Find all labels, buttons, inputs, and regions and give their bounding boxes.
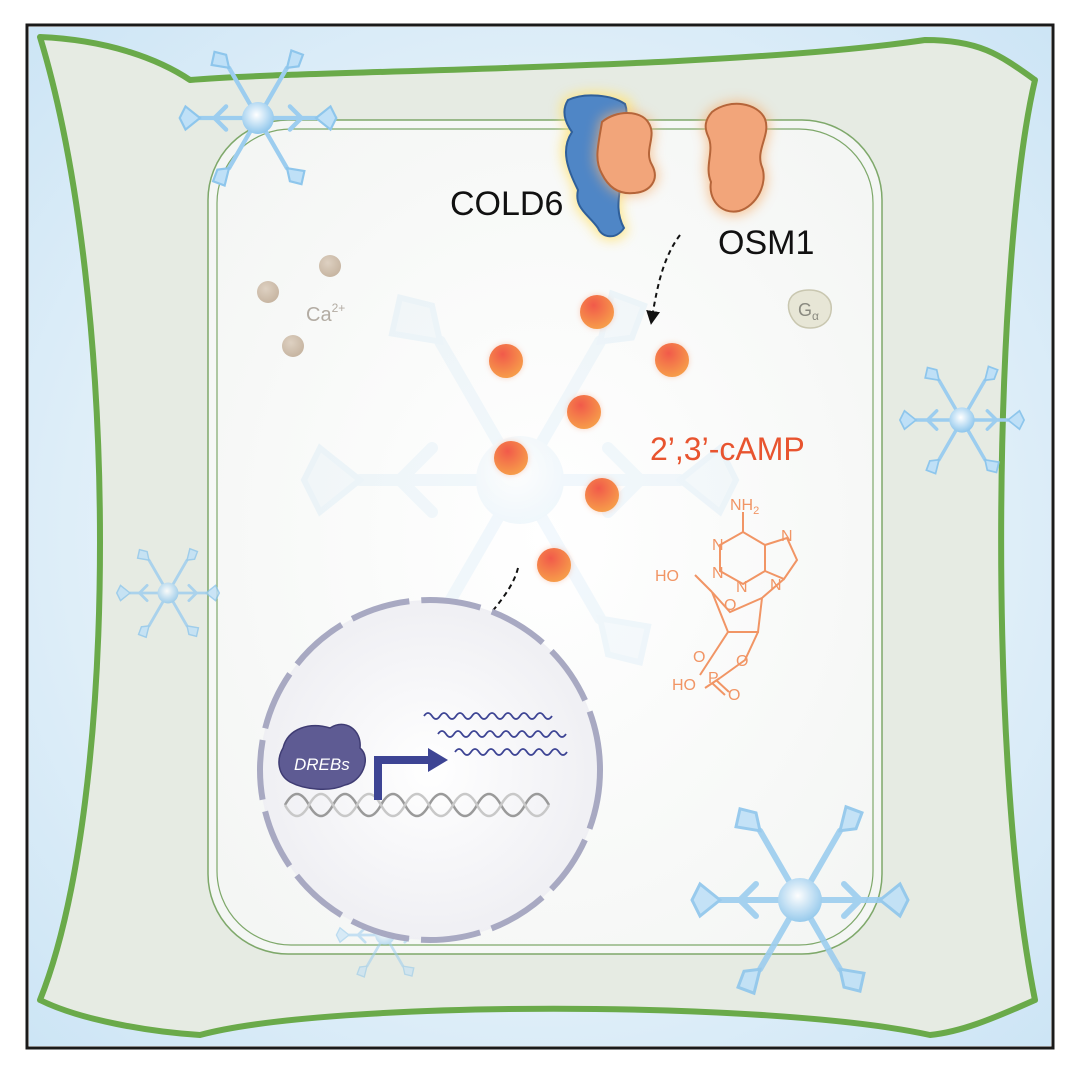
mrna-strand bbox=[454, 748, 568, 756]
atom-nh: NH bbox=[730, 497, 753, 514]
atom-ho-p: HO bbox=[672, 677, 696, 694]
osm1-protein-icon bbox=[702, 101, 770, 216]
calcium-ion bbox=[257, 281, 279, 303]
mrna-transcripts bbox=[423, 712, 568, 756]
camp-molecule bbox=[567, 395, 601, 429]
g-alpha-icon bbox=[787, 289, 832, 329]
calcium-label: Ca2+ bbox=[306, 301, 345, 326]
mrna-strand bbox=[437, 730, 567, 738]
atom-n: N bbox=[712, 565, 724, 582]
g-alpha-subscript: α bbox=[812, 309, 819, 323]
camp-molecule bbox=[655, 343, 689, 377]
dna-helix bbox=[283, 792, 551, 818]
calcium-ions bbox=[257, 255, 341, 357]
plasma-membrane-inner bbox=[216, 128, 874, 946]
atom-o: O bbox=[693, 649, 705, 666]
mrna-strand bbox=[423, 712, 553, 720]
camp-molecule bbox=[537, 548, 571, 582]
nuclear-envelope bbox=[257, 597, 603, 943]
drebs-protein-icon bbox=[278, 723, 366, 790]
camp-molecule bbox=[585, 478, 619, 512]
camp-molecule bbox=[494, 441, 528, 475]
camp-molecule bbox=[580, 295, 614, 329]
osm1-protein-bound-icon bbox=[594, 111, 659, 197]
cold6-label: COLD6 bbox=[450, 185, 563, 223]
camp-structure bbox=[694, 512, 799, 696]
atom-o: O bbox=[736, 653, 748, 670]
osm1-label: OSM1 bbox=[718, 224, 814, 262]
atom-n: N bbox=[770, 577, 782, 594]
g-alpha-symbol: G bbox=[798, 300, 812, 320]
camp-molecules bbox=[489, 295, 689, 582]
camp-molecule bbox=[489, 344, 523, 378]
atom-n: N bbox=[736, 579, 748, 596]
g-alpha-label: Gα bbox=[798, 300, 819, 323]
atom-n: N bbox=[781, 528, 793, 545]
calcium-ion bbox=[282, 335, 304, 357]
atom-p: P bbox=[708, 670, 719, 687]
atom-nh2: NH2 bbox=[730, 497, 759, 517]
atom-ho: HO bbox=[655, 568, 679, 585]
atom-o-double: O bbox=[728, 687, 740, 704]
atom-nh2-sub: 2 bbox=[753, 505, 759, 517]
atom-n: N bbox=[712, 537, 724, 554]
camp-label: 2’,3’-cAMP bbox=[650, 431, 805, 467]
drebs-label: DREBs bbox=[294, 755, 350, 774]
calcium-symbol: Ca bbox=[306, 304, 332, 326]
atom-o-ring: O bbox=[724, 597, 736, 614]
transcription-arrow-icon bbox=[374, 756, 430, 800]
signal-arrow-osm1 bbox=[646, 234, 681, 325]
calcium-charge: 2+ bbox=[332, 301, 346, 315]
transcription-arrowhead bbox=[428, 748, 448, 772]
camp-structure-labels: NH2 N N N N N HO O O O P HO O bbox=[655, 497, 793, 704]
calcium-ion bbox=[319, 255, 341, 277]
